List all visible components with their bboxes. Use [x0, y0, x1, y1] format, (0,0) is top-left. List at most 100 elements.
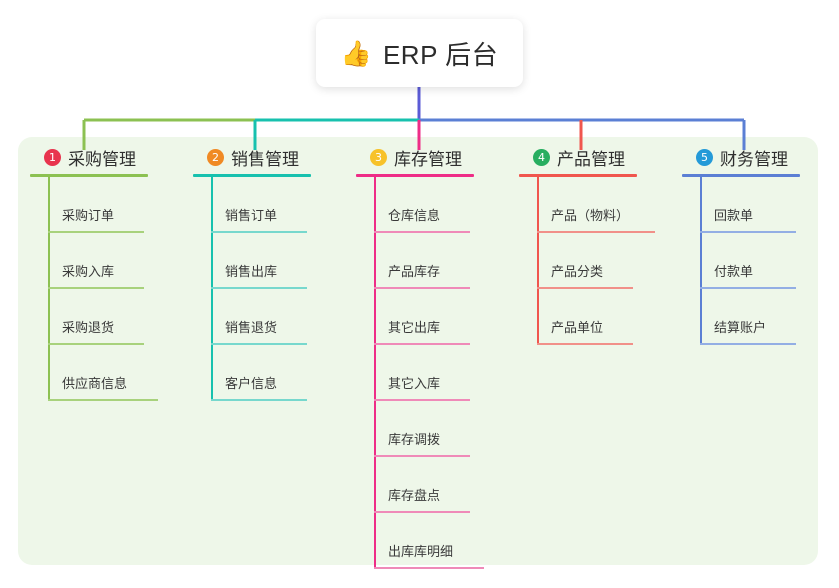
leaf-rule	[374, 567, 484, 569]
branch-column-3: 3 库存管理仓库信息产品库存其它出库其它入库库存调拨库存盘点出库库明细	[356, 145, 519, 569]
branch-title: 库存管理	[394, 149, 462, 169]
branch-column-4: 4 产品管理产品（物料） 产品分类产品单位	[519, 145, 682, 345]
leaf-rule	[211, 399, 307, 401]
leaf-item[interactable]: 销售订单	[211, 177, 356, 233]
leaf-label: 采购退货	[62, 320, 115, 335]
branch-leaf-list: 采购订单采购入库采购退货供应商信息	[30, 177, 193, 401]
leaf-item[interactable]: 采购入库	[48, 233, 193, 289]
leaf-rule	[700, 343, 796, 345]
leaf-rule	[700, 287, 796, 289]
leaf-item[interactable]: 采购订单	[48, 177, 193, 233]
leaf-rule	[48, 399, 158, 401]
branch-badge-icon: 3	[370, 148, 387, 166]
branch-header-rule	[356, 174, 474, 177]
leaf-item[interactable]: 产品（物料）	[537, 177, 682, 233]
leaf-label: 付款单	[714, 264, 754, 279]
leaf-label: 出库库明细	[388, 544, 454, 559]
leaf-label: 产品分类	[551, 264, 604, 279]
leaf-item[interactable]: 采购退货	[48, 289, 193, 345]
leaf-label: 销售订单	[225, 208, 278, 223]
leaf-label: 其它入库	[388, 376, 441, 391]
branch-header-rule	[682, 174, 800, 177]
leaf-rule	[211, 343, 307, 345]
leaf-label: 产品库存	[388, 264, 441, 279]
leaf-item[interactable]: 销售退货	[211, 289, 356, 345]
leaf-label: 结算账户	[714, 320, 767, 335]
leaf-item[interactable]: 库存盘点	[374, 457, 519, 513]
leaf-label: 产品（物料）	[551, 208, 630, 223]
branch-title: 财务管理	[720, 149, 788, 169]
leaf-rule	[537, 287, 633, 289]
leaf-item[interactable]: 付款单	[700, 233, 839, 289]
leaf-label: 客户信息	[225, 376, 278, 391]
leaf-label: 仓库信息	[388, 208, 441, 223]
branch-badge-icon: 5	[696, 148, 713, 166]
leaf-item[interactable]: 出库库明细	[374, 513, 519, 569]
branch-badge-icon: 4	[533, 148, 550, 166]
leaf-rule	[211, 287, 307, 289]
branch-column-1: 1 采购管理采购订单采购入库采购退货供应商信息	[30, 145, 193, 401]
branch-leaf-list: 销售订单销售出库销售退货客户信息	[193, 177, 356, 401]
branch-spine	[537, 177, 539, 345]
leaf-label: 销售出库	[225, 264, 278, 279]
leaf-label: 其它出库	[388, 320, 441, 335]
leaf-label: 回款单	[714, 208, 754, 223]
leaf-label: 采购订单	[62, 208, 115, 223]
leaf-label: 产品单位	[551, 320, 604, 335]
leaf-rule	[374, 343, 470, 345]
leaf-item[interactable]: 产品分类	[537, 233, 682, 289]
branch-header-1[interactable]: 1 采购管理	[30, 145, 193, 169]
branch-title: 产品管理	[557, 149, 625, 169]
leaf-item[interactable]: 产品单位	[537, 289, 682, 345]
branch-spine	[211, 177, 213, 401]
branch-header-3[interactable]: 3 库存管理	[356, 145, 519, 169]
branch-column-5: 5 财务管理回款单付款单结算账户	[682, 145, 839, 345]
branch-header-5[interactable]: 5 财务管理	[682, 145, 839, 169]
branch-badge-icon: 1	[44, 148, 61, 166]
leaf-label: 销售退货	[225, 320, 278, 335]
thumbs-up-icon: 👍	[340, 38, 372, 68]
leaf-label: 采购入库	[62, 264, 115, 279]
leaf-rule	[211, 231, 307, 233]
leaf-item[interactable]: 产品库存	[374, 233, 519, 289]
root-title: ERP 后台	[382, 39, 499, 70]
leaf-item[interactable]: 库存调拨	[374, 401, 519, 457]
leaf-item[interactable]: 供应商信息	[48, 345, 193, 401]
leaf-label: 库存盘点	[388, 488, 441, 503]
leaf-rule	[374, 511, 470, 513]
leaf-rule	[700, 231, 796, 233]
leaf-item[interactable]: 其它出库	[374, 289, 519, 345]
leaf-rule	[48, 231, 144, 233]
leaf-rule	[374, 231, 470, 233]
branch-leaf-list: 回款单付款单结算账户	[682, 177, 839, 345]
leaf-label: 库存调拨	[388, 432, 441, 447]
leaf-item[interactable]: 销售出库	[211, 233, 356, 289]
leaf-rule	[537, 231, 655, 233]
leaf-rule	[48, 343, 144, 345]
root-node[interactable]: 👍 ERP 后台	[316, 19, 523, 87]
leaf-item[interactable]: 仓库信息	[374, 177, 519, 233]
branches-panel	[18, 137, 818, 565]
leaf-label: 供应商信息	[62, 376, 128, 391]
branch-leaf-list: 仓库信息产品库存其它出库其它入库库存调拨库存盘点出库库明细	[356, 177, 519, 569]
branch-header-4[interactable]: 4 产品管理	[519, 145, 682, 169]
branch-spine	[374, 177, 376, 569]
branch-spine	[48, 177, 50, 401]
leaf-item[interactable]: 结算账户	[700, 289, 839, 345]
leaf-rule	[48, 287, 144, 289]
branch-title: 销售管理	[231, 149, 299, 169]
leaf-rule	[374, 455, 470, 457]
leaf-item[interactable]: 其它入库	[374, 345, 519, 401]
leaf-rule	[374, 287, 470, 289]
leaf-item[interactable]: 回款单	[700, 177, 839, 233]
leaf-rule	[374, 399, 470, 401]
branch-header-rule	[30, 174, 148, 177]
branch-leaf-list: 产品（物料） 产品分类产品单位	[519, 177, 682, 345]
branch-spine	[700, 177, 702, 345]
leaf-rule	[537, 343, 633, 345]
leaf-item[interactable]: 客户信息	[211, 345, 356, 401]
branch-title: 采购管理	[68, 149, 136, 169]
